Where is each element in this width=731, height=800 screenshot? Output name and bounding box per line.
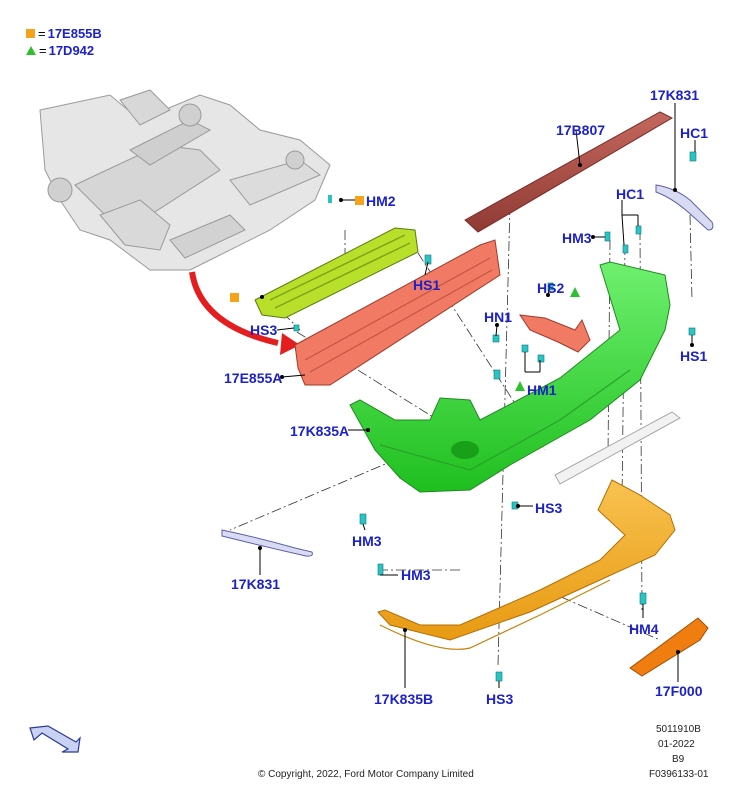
label-hs1-top: HS1	[413, 277, 441, 293]
trim-strip	[554, 411, 681, 485]
part-17b807-bar	[464, 111, 674, 233]
part-17f000-reflector	[629, 617, 709, 677]
part-17k835a-bumper-cover	[349, 261, 671, 493]
label-17b807: 17B807	[556, 122, 606, 138]
part-17k831-bottom-strip	[221, 529, 313, 557]
subframe-illustration	[39, 89, 331, 271]
label-hm3-top: HM3	[562, 230, 592, 246]
orange-square-icon	[26, 29, 35, 38]
label-hs2: HS2	[537, 280, 565, 296]
orange-square-icon	[355, 196, 364, 205]
label-17k835a: 17K835A	[290, 423, 350, 439]
orange-square-icon	[230, 293, 239, 302]
figure-number: F0396133-01	[649, 769, 709, 780]
part-hs2-bracket	[518, 314, 591, 353]
label-hs3-center: HS3	[535, 500, 563, 516]
fastener-clips	[293, 151, 697, 682]
leader-dots	[258, 163, 694, 654]
label-hc1-mid: HC1	[616, 186, 645, 202]
part-17k831-top-strip	[655, 184, 714, 231]
label-17k831-top: 17K831	[650, 87, 700, 103]
part-17e855a-reinforcement	[294, 239, 501, 386]
label-hm2: HM2	[366, 193, 396, 209]
drawing-date: 01-2022	[658, 739, 695, 750]
label-17e855a: 17E855A	[224, 370, 283, 386]
copyright-text: © Copyright, 2022, Ford Motor Company Li…	[258, 769, 474, 780]
label-hm3-left: HM3	[352, 533, 382, 549]
label-hs3-bottom: HS3	[486, 691, 514, 707]
label-hs3-left: HS3	[250, 322, 278, 338]
legend-square-code: 17E855B	[47, 26, 102, 41]
label-17f000: 17F000	[655, 683, 703, 699]
part-17k835b-lower-cover	[377, 479, 676, 650]
drawing-revision: B9	[672, 754, 685, 765]
green-triangle-icon	[570, 287, 580, 297]
label-17k831-bottom: 17K831	[231, 576, 281, 592]
label-hm1: HM1	[527, 382, 557, 398]
green-triangle-icon	[515, 381, 525, 391]
green-triangle-icon	[26, 46, 36, 55]
label-hc1-right: HC1	[680, 125, 709, 141]
diagram-legend-symbols	[230, 196, 580, 391]
label-17k835b: 17K835B	[374, 691, 434, 707]
legend-triangle-code: 17D942	[48, 43, 95, 58]
red-curved-arrow-icon	[189, 271, 300, 355]
label-hn1: HN1	[484, 309, 513, 325]
legend-square: =17E855B	[26, 26, 102, 41]
legend-triangle: =17D942	[26, 43, 94, 58]
part-17e855b-absorber	[254, 195, 419, 319]
view-direction-arrow-icon	[29, 725, 81, 753]
label-hm3-lower: HM3	[401, 567, 431, 583]
label-hs1-right: HS1	[680, 348, 708, 364]
drawing-code: 5011910B	[656, 724, 701, 735]
label-hm4: HM4	[629, 621, 659, 637]
leader-lines	[259, 103, 696, 688]
